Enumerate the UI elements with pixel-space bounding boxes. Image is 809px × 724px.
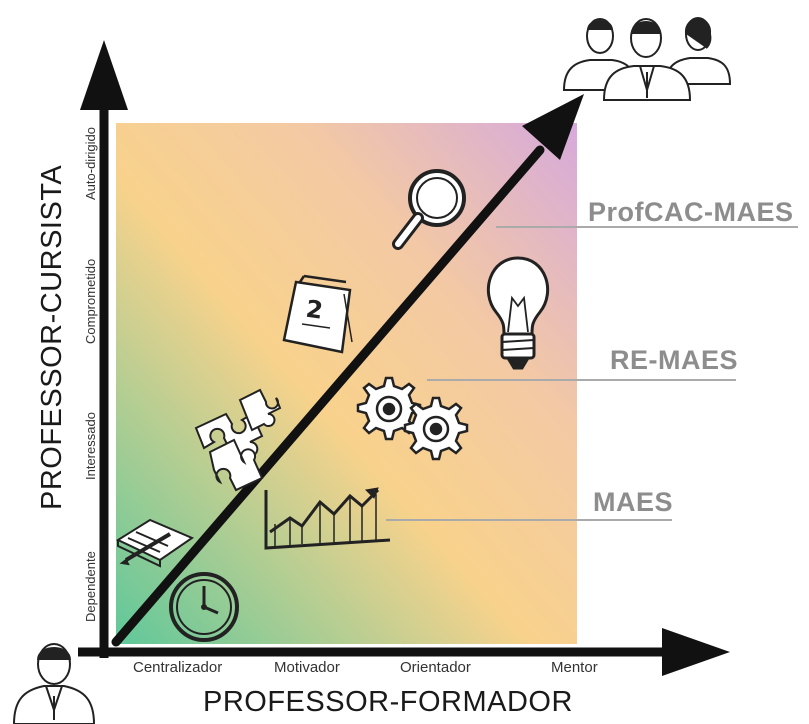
magnifier-icon [392, 169, 466, 250]
x-axis-title: PROFESSOR-FORMADOR [203, 686, 573, 718]
level-label-profcac-maes: ProfCAC-MAES [588, 197, 794, 227]
x-tick-centralizador: Centralizador [133, 659, 223, 676]
x-axis-arrow [78, 628, 730, 676]
puzzle-icon [194, 388, 282, 492]
level-label-re-maes: RE-MAES [610, 345, 739, 375]
group-icon [562, 17, 732, 101]
diagonal-progress-arrow [111, 94, 584, 647]
y-tick-dependente: Dependente [83, 551, 98, 622]
y-tick-auto-dirigido: Auto-dirigido [83, 127, 98, 200]
level-label-maes: MAES [593, 487, 674, 517]
clock-icon [169, 572, 239, 642]
y-axis-arrow [80, 40, 128, 658]
teacher-icon [12, 643, 96, 724]
x-tick-orientador: Orientador [400, 659, 471, 676]
gears-icon [356, 376, 469, 461]
y-tick-comprometido: Comprometido [83, 258, 98, 344]
notebook-pen-icon [115, 518, 195, 568]
y-axis-title: PROFESSOR-CURSISTA [36, 164, 68, 510]
x-tick-mentor: Mentor [551, 659, 598, 676]
y-tick-interessado: Interessado [83, 412, 98, 480]
line-chart-icon [264, 487, 391, 550]
lightbulb-icon [486, 256, 550, 370]
x-tick-motivador: Motivador [274, 659, 340, 676]
svg-text:2: 2 [304, 295, 324, 325]
calendar-icon: 2 [282, 274, 353, 354]
